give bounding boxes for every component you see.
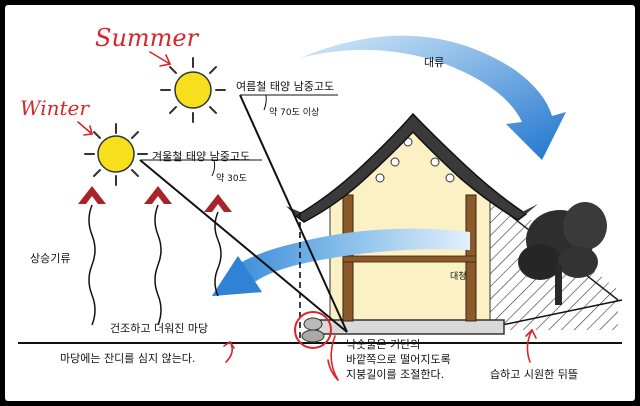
footing-stone bbox=[294, 311, 332, 349]
winter-altitude-label: 겨울철 태양 남중고도 bbox=[152, 150, 251, 163]
winter-annotation: Winter bbox=[20, 96, 89, 120]
updraft-arrows bbox=[78, 186, 232, 326]
airflow-arrow bbox=[212, 228, 470, 296]
winter-sun-line bbox=[139, 159, 348, 333]
winter-angle-label: 약 30도 bbox=[216, 174, 247, 184]
updraft-label: 상승기류 bbox=[30, 252, 71, 265]
convection-label: 대류 bbox=[424, 56, 445, 69]
tree-icon bbox=[518, 202, 607, 305]
summer-annotation: Summer bbox=[95, 24, 199, 52]
backyard-label: 습하고 시원한 뒤뜰 bbox=[490, 368, 578, 381]
annotation-arrows bbox=[77, 51, 537, 381]
summer-sun-line bbox=[239, 94, 348, 333]
yard-label: 건조하고 더워진 마당 bbox=[110, 322, 209, 335]
eaves-label-line1: 낙숫물은 기단의 bbox=[346, 338, 421, 351]
maru-label: 대청 bbox=[450, 272, 467, 282]
convection-arrow bbox=[300, 35, 566, 160]
summer-angle-label: 약 70도 이상 bbox=[269, 108, 320, 118]
winter-sun-icon bbox=[84, 123, 148, 186]
eaves-label-line2: 바깥쪽으로 떨어지도록 bbox=[346, 353, 451, 366]
summer-sun-icon bbox=[160, 57, 226, 123]
summer-altitude-label: 여름철 태양 남중고도 bbox=[236, 80, 335, 93]
no-grass-label: 마당에는 잔디를 심지 않는다. bbox=[60, 352, 196, 365]
eaves-label-line3: 지붕길이를 조절한다. bbox=[346, 368, 445, 381]
